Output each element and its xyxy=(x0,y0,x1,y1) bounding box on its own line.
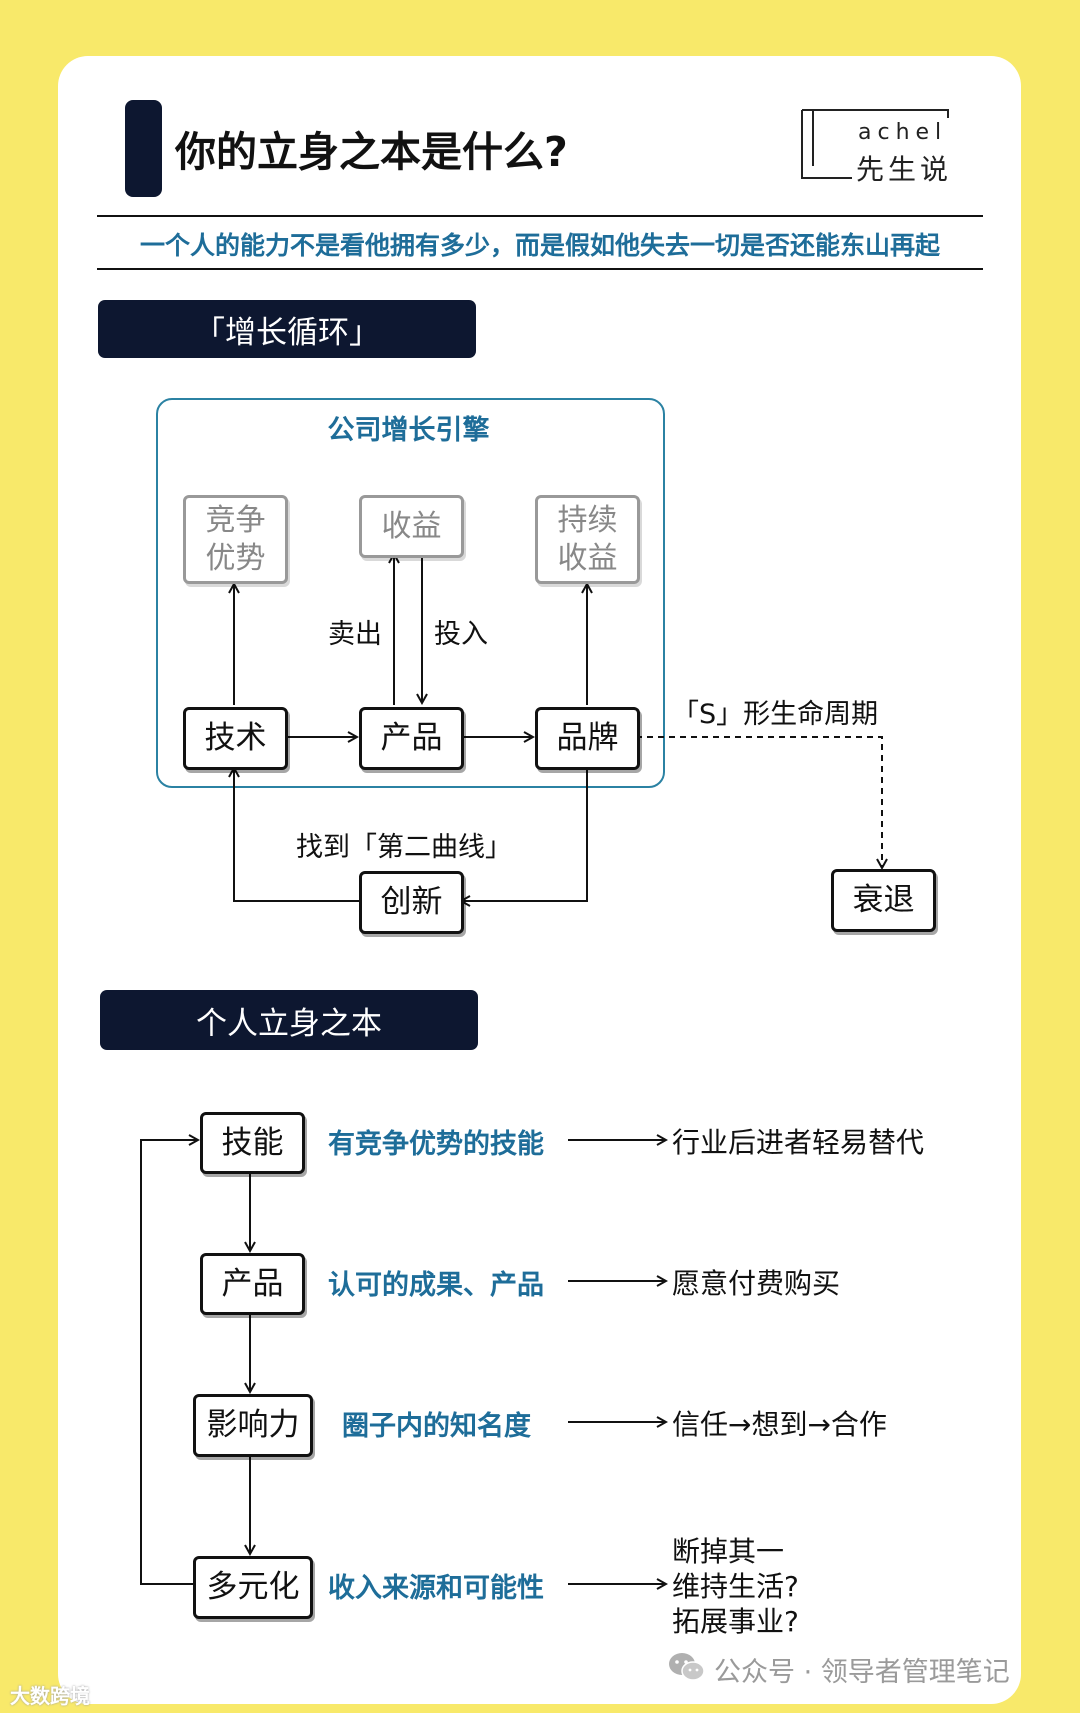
watermark-name: 领导者管理笔记 xyxy=(820,1657,1010,1688)
logo-text-cn: 先生说 xyxy=(856,153,953,186)
box-competitive-advantage: 竞争优势 xyxy=(183,495,288,584)
watermark-prefix: 公众号 · xyxy=(714,1657,813,1688)
result-diversification-line1: 断掉其一 xyxy=(672,1535,785,1568)
corner-watermark: 大数跨境 xyxy=(10,1684,90,1708)
node-influence: 影响力 xyxy=(193,1394,313,1457)
node-decline: 衰退 xyxy=(831,869,936,932)
desc-diversification: 收入来源和可能性 xyxy=(328,1573,544,1604)
desc-product: 认可的成果、产品 xyxy=(328,1270,544,1301)
result-product: 愿意付费购买 xyxy=(672,1267,841,1300)
growth-engine-label: 公司增长引擎 xyxy=(327,415,490,446)
box-revenue: 收益 xyxy=(359,495,464,558)
node-innovation: 创新 xyxy=(359,871,464,934)
edge-label-sell: 卖出 xyxy=(328,619,382,650)
node-technology: 技术 xyxy=(183,707,288,770)
result-diversification-line2: 维持生活? xyxy=(672,1570,799,1603)
result-diversification-line3: 拓展事业? xyxy=(672,1605,799,1638)
node-diversification: 多元化 xyxy=(193,1556,313,1619)
node-personal-product: 产品 xyxy=(200,1253,305,1315)
desc-skill: 有竞争优势的技能 xyxy=(328,1129,544,1160)
watermark: 公众号 · 领导者管理笔记 xyxy=(714,1650,1010,1689)
edge-label-invest: 投入 xyxy=(434,619,488,650)
node-skill: 技能 xyxy=(200,1112,305,1174)
edge-label-lifecycle: 「S」形生命周期 xyxy=(672,699,879,730)
result-skill: 行业后进者轻易替代 xyxy=(672,1126,925,1159)
desc-influence: 圈子内的知名度 xyxy=(342,1411,531,1442)
result-influence: 信任→想到→合作 xyxy=(672,1408,887,1441)
edge-label-second-curve: 找到「第二曲线」 xyxy=(296,832,512,863)
wechat-icon xyxy=(669,1653,705,1681)
subtitle: 一个人的能力不是看他拥有多少，而是假如他失去一切是否还能东山再起 xyxy=(139,231,940,260)
box-sustained-revenue: 持续收益 xyxy=(535,495,640,584)
node-product: 产品 xyxy=(359,707,464,770)
title-accent-bar xyxy=(125,100,162,197)
section-heading-growth-loop: 「增长循环」 xyxy=(98,300,476,358)
page-title: 你的立身之本是什么? xyxy=(175,128,568,176)
divider-top xyxy=(97,215,983,217)
logo-frame xyxy=(801,109,949,179)
section-heading-personal-foundation: 个人立身之本 xyxy=(100,990,478,1050)
logo-text-en: achel xyxy=(858,120,948,145)
node-brand: 品牌 xyxy=(535,707,640,770)
growth-engine-frame xyxy=(156,398,665,788)
divider-bottom xyxy=(97,268,983,270)
